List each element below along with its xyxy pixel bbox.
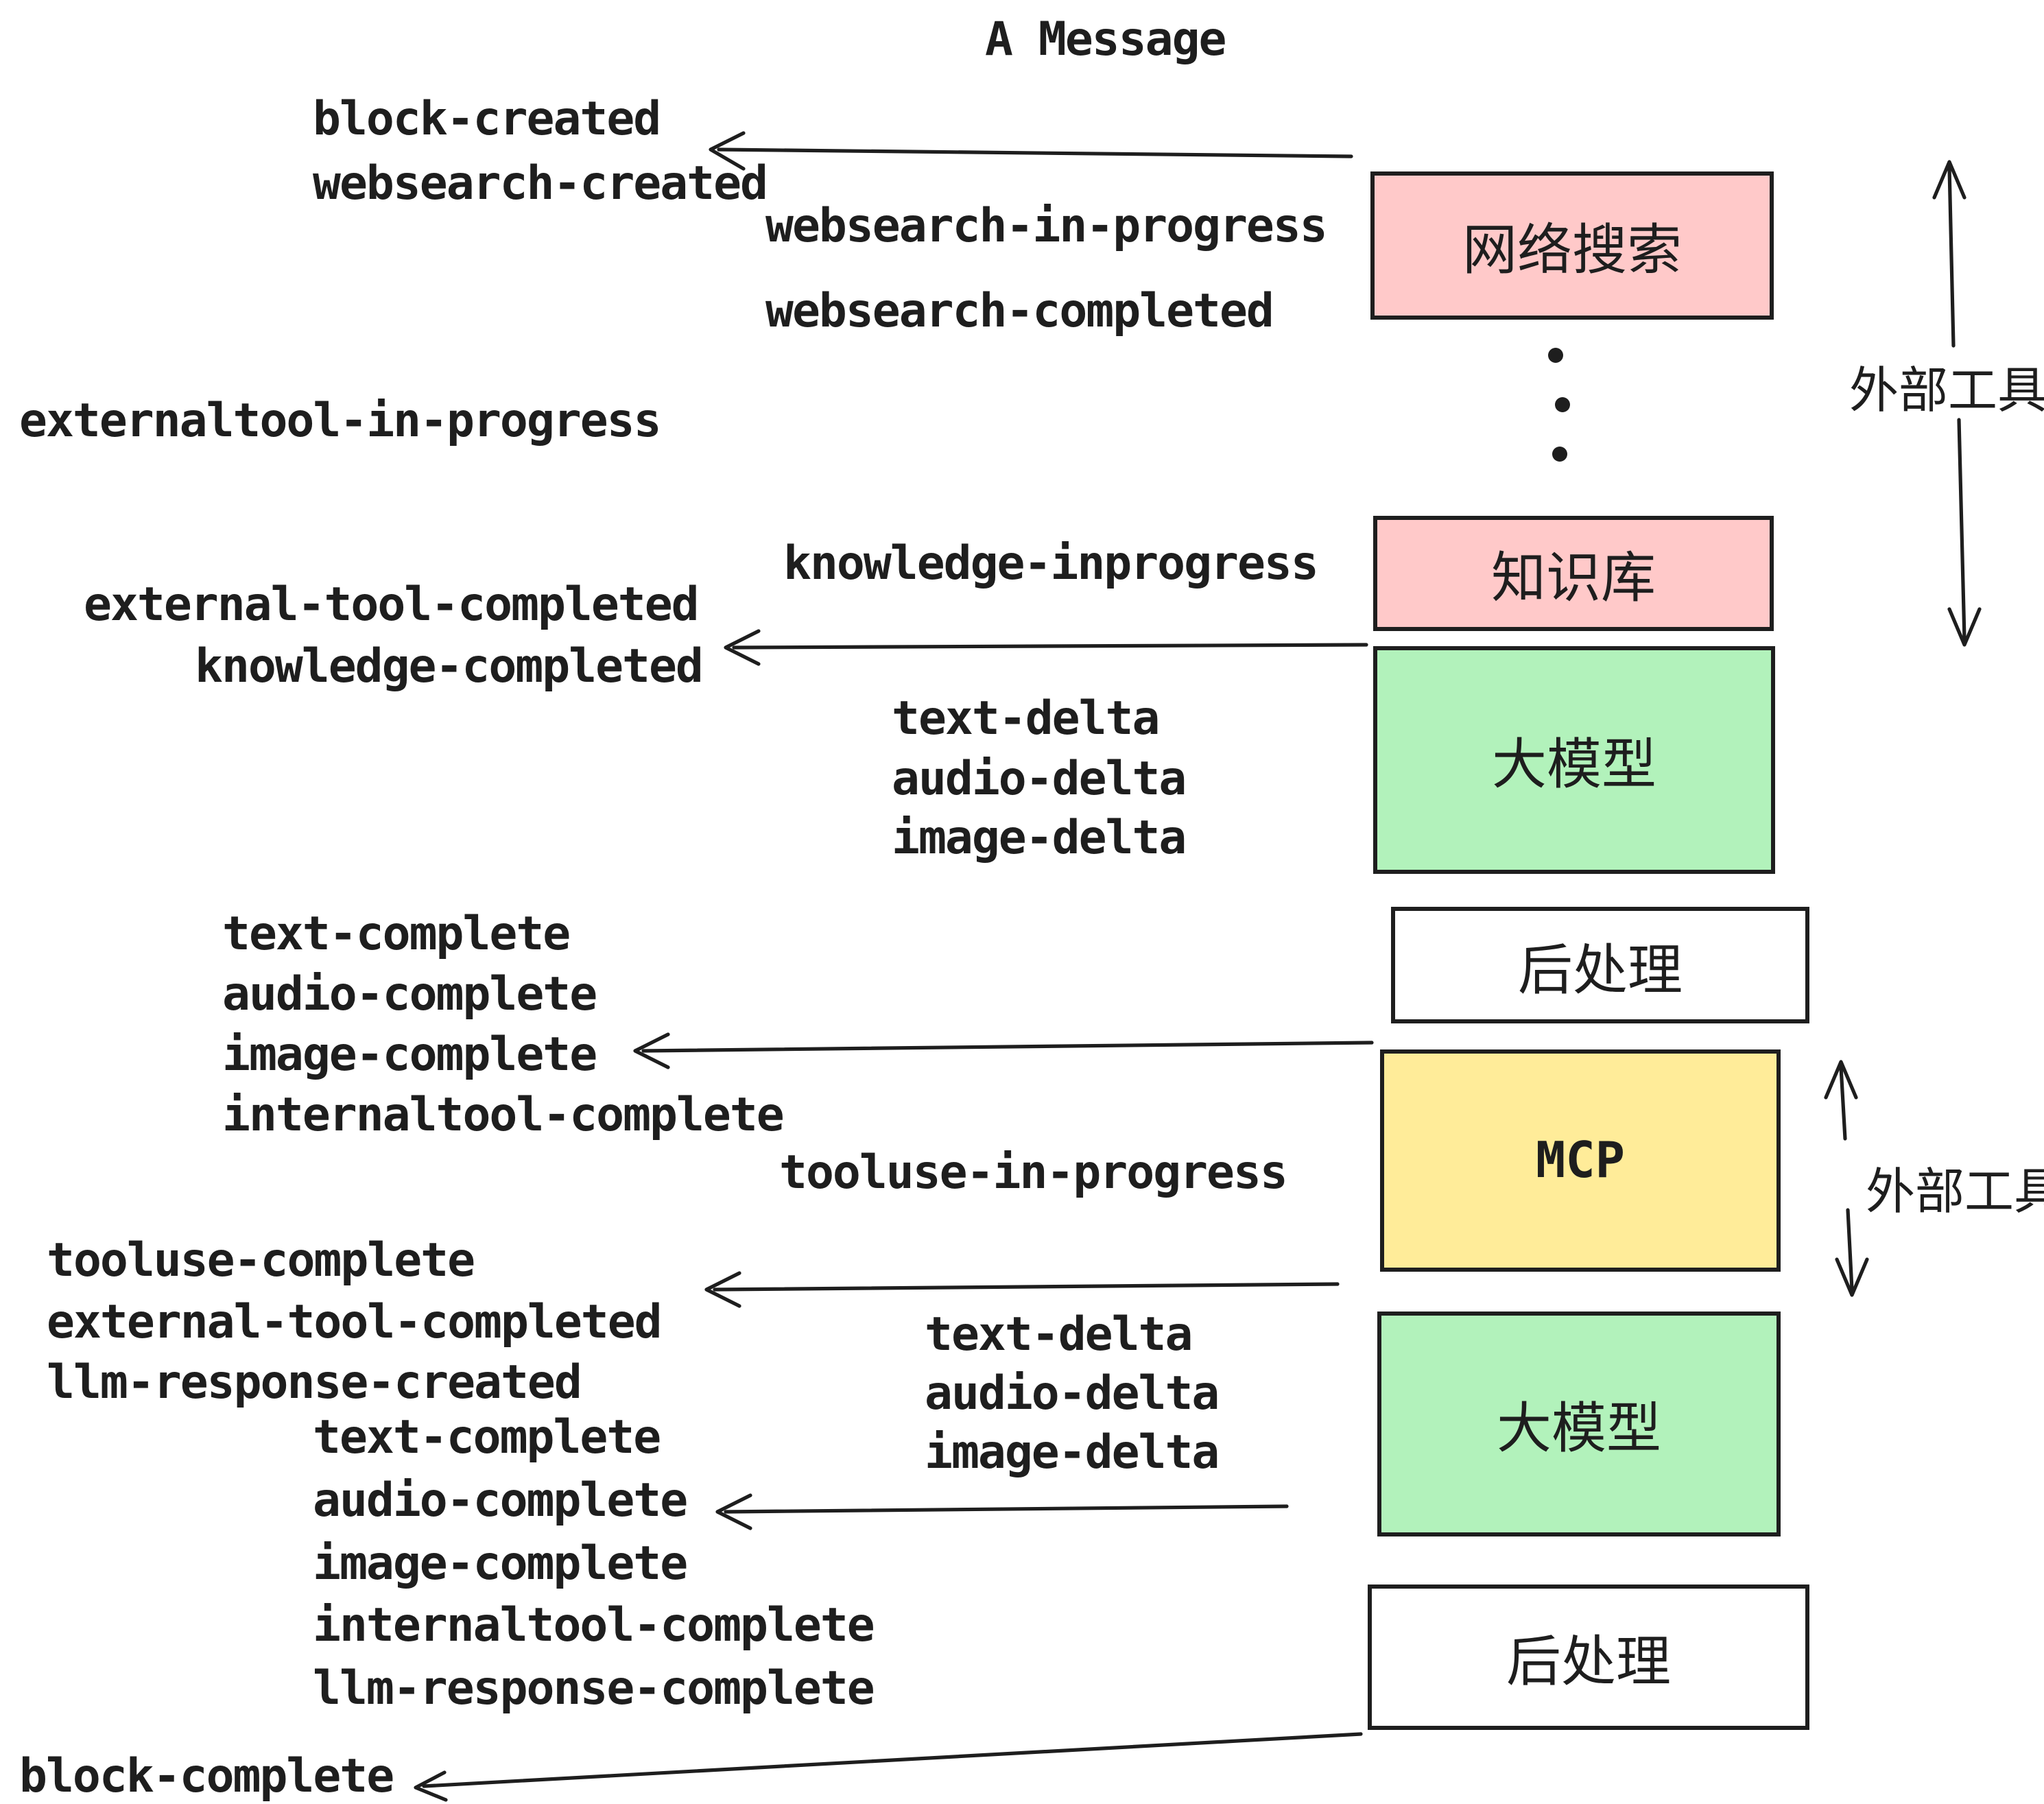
side-label-external-tools-1: 外部工具: [1849, 362, 2044, 418]
label-text-delta-2: text-delta: [925, 1307, 1193, 1362]
label-image-complete-2: image-complete: [313, 1536, 688, 1591]
label-text-delta-1: text-delta: [892, 691, 1160, 746]
label-internaltool-complete-1: internaltool-complete: [222, 1088, 785, 1143]
arrow-external-tools-up-1: [1932, 160, 1966, 348]
box-postprocess-2: 后处理: [1368, 1585, 1809, 1730]
label-audio-delta-2: audio-delta: [925, 1366, 1220, 1421]
label-websearch-completed: websearch-completed: [765, 284, 1274, 339]
box-postprocess-1-label: 后处理: [1518, 940, 1683, 1001]
arrow-llm-complete: [715, 1493, 1289, 1530]
box-postprocess-2-label: 后处理: [1506, 1633, 1671, 1693]
label-audio-delta-1: audio-delta: [892, 752, 1187, 807]
box-mcp: MCP: [1380, 1049, 1781, 1272]
box-postprocess-1: 后处理: [1391, 907, 1809, 1023]
label-text-complete-1: text-complete: [222, 907, 571, 962]
label-image-delta-1: image-delta: [892, 811, 1187, 866]
label-llm-response-complete: llm-response-complete: [313, 1661, 875, 1716]
label-tooluse-in-progress: tooluse-in-progress: [779, 1146, 1288, 1200]
arrow-internal-complete: [633, 1032, 1374, 1069]
arrow-external-tools-up-2: [1824, 1060, 1858, 1141]
box-llm-1-label: 大模型: [1492, 735, 1656, 796]
side-label-external-tools-2: 外部工具: [1866, 1163, 2044, 1220]
box-websearch: 网络搜索: [1370, 171, 1774, 320]
label-externaltool-in-progress: externaltool-in-progress: [19, 394, 662, 449]
arrow-knowledge-completed: [724, 629, 1368, 666]
label-text-complete-2: text-complete: [313, 1410, 661, 1465]
arrow-block-complete: [414, 1732, 1363, 1802]
label-knowledge-completed: knowledge-completed: [195, 639, 704, 694]
label-knowledge-inprogress: knowledge-inprogress: [783, 536, 1319, 591]
box-llm-2-label: 大模型: [1497, 1399, 1661, 1460]
page-title: A Message: [985, 12, 1226, 67]
label-block-complete: block-complete: [19, 1749, 394, 1804]
label-external-tool-completed-1: external-tool-completed: [84, 578, 700, 632]
arrow-external-tools-down-2: [1835, 1208, 1869, 1297]
label-audio-complete-2: audio-complete: [313, 1473, 688, 1528]
label-image-delta-2: image-delta: [925, 1425, 1220, 1480]
box-knowledge: 知识库: [1373, 516, 1774, 631]
label-tooluse-complete: tooluse-complete: [47, 1233, 475, 1288]
box-mcp-label: MCP: [1535, 1132, 1626, 1189]
label-internaltool-complete-2: internaltool-complete: [313, 1598, 875, 1653]
ellipsis-dots: [1548, 348, 1570, 462]
box-llm-2: 大模型: [1377, 1312, 1781, 1536]
label-audio-complete-1: audio-complete: [222, 967, 597, 1022]
label-block-created: block-created: [313, 92, 661, 147]
box-knowledge-label: 知识库: [1491, 549, 1656, 609]
arrow-tooluse-complete: [704, 1271, 1340, 1308]
label-external-tool-completed-2: external-tool-completed: [47, 1295, 663, 1350]
arrow-external-tools-down-1: [1947, 418, 1982, 647]
box-websearch-label: 网络搜索: [1462, 221, 1682, 281]
label-websearch-created: websearch-created: [313, 156, 768, 211]
label-image-complete-1: image-complete: [222, 1028, 597, 1082]
label-llm-response-created: llm-response-created: [47, 1355, 582, 1410]
arrow-websearch-created: [709, 131, 1353, 171]
label-websearch-in-progress: websearch-in-progress: [765, 199, 1328, 254]
box-llm-1: 大模型: [1373, 646, 1775, 874]
